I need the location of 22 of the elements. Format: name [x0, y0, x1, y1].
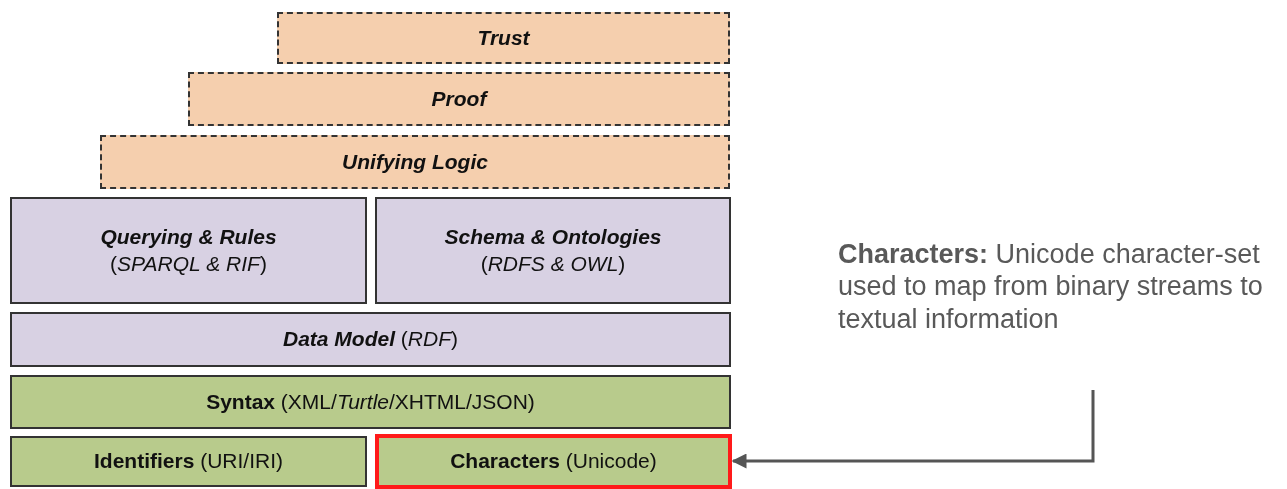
layer-box: [10, 436, 367, 487]
arrow: [731, 390, 1095, 469]
layer-label: Proof: [431, 85, 487, 112]
layer-box: [277, 12, 730, 64]
layer-label: Unifying Logic: [342, 148, 488, 175]
layer-label: Identifiers (URI/IRI): [94, 448, 283, 475]
layer-title: Schema & Ontologies: [444, 224, 662, 251]
layer-label: Syntax (XML/Turtle/XHTML/JSON): [206, 388, 535, 415]
layer-box: [375, 197, 731, 304]
annotation-text: Characters: Unicode character-set used to map from binary streams to textual information: [838, 238, 1264, 336]
layer-title: Querying & Rules: [100, 224, 277, 251]
layer-box: [100, 135, 730, 189]
layer-box: [375, 434, 732, 489]
layer-label: Trust: [477, 24, 530, 51]
layer-label: (SPARQL & RIF): [110, 250, 267, 277]
layer-box: [10, 375, 731, 429]
layer-box: [10, 312, 731, 367]
layer-box: [188, 72, 730, 126]
layer-label: Characters (Unicode): [450, 448, 657, 475]
layer-box: [10, 197, 367, 304]
layer-label: (RDFS & OWL): [480, 250, 626, 277]
layer-label: Data Model (RDF): [283, 326, 458, 353]
